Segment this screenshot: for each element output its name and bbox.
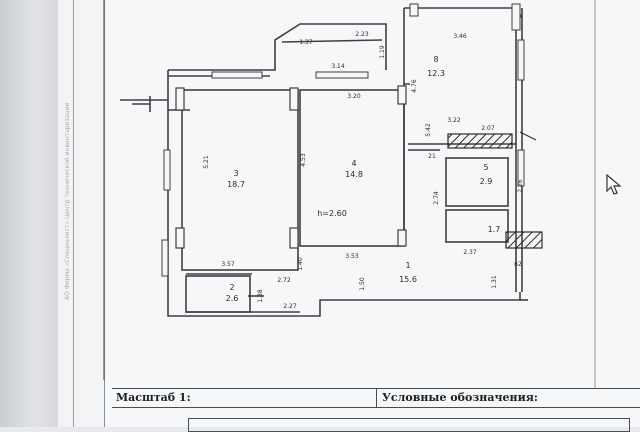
windows xyxy=(161,3,525,277)
room-5-number: 5 xyxy=(483,163,488,172)
dimension-021: 21 xyxy=(428,153,436,160)
margin-line xyxy=(73,0,74,427)
scale-cell: Масштаб 1: xyxy=(112,389,377,407)
dimension-542: 5.42 xyxy=(425,123,432,137)
floor-plan-sheet xyxy=(104,0,640,427)
dimension-137: 1.37 xyxy=(299,39,313,46)
dimension-453: 4.53 xyxy=(300,153,307,167)
dimension-272: 2.72 xyxy=(277,277,291,284)
room-2-area: 2.6 xyxy=(226,294,239,303)
dimension-131: 1.31 xyxy=(491,275,498,289)
legend-box xyxy=(188,418,630,432)
mouse-cursor-icon xyxy=(606,174,622,195)
dimension-237: 2.37 xyxy=(463,249,477,256)
dimension-labels: 1.37 2.23 3.14 1.19 3.20 3.46 4.76 5.42 … xyxy=(203,31,524,310)
scale-label: Масштаб 1: xyxy=(116,391,191,404)
room-5-area: 2.9 xyxy=(480,177,493,186)
room-8-number: 8 xyxy=(433,55,438,64)
dimension-150: 1.50 xyxy=(359,277,366,291)
dimension-357: 3.57 xyxy=(221,261,235,268)
dimension-140: 1.40 xyxy=(297,257,304,271)
dimension-227: 2.27 xyxy=(283,303,297,310)
legend-label: Условные обозначения: xyxy=(382,391,538,404)
dimension-476: 4.76 xyxy=(411,79,418,93)
room-3-number: 3 xyxy=(233,169,238,178)
dimension-322: 3.22 xyxy=(447,117,461,124)
dimension-062: 62 xyxy=(514,261,522,268)
dimension-314: 3.14 xyxy=(331,63,345,70)
dimension-119: 1.19 xyxy=(379,45,386,59)
room-8-area: 12.3 xyxy=(427,69,445,78)
dimension-346: 3.46 xyxy=(453,33,467,40)
title-block-row: Масштаб 1: Условные обозначения: xyxy=(112,388,640,408)
dimension-274: 2.74 xyxy=(433,191,440,205)
dimension-353: 3.53 xyxy=(345,253,359,260)
dimension-138: 1.38 xyxy=(257,289,264,303)
room-7-area: 1.7 xyxy=(488,225,501,234)
room-1-area: 15.6 xyxy=(399,275,417,284)
room-1-number: 1 xyxy=(405,261,410,270)
room-labels: 3 18.7 4 14.8 h=2.60 8 12.3 5 2.9 1.7 1 … xyxy=(226,55,501,303)
chimney-hatch xyxy=(505,231,543,249)
dimension-521: 5.21 xyxy=(203,155,210,169)
ceiling-height: h=2.60 xyxy=(317,209,347,218)
dimension-320: 3.20 xyxy=(347,93,361,100)
room-2-number: 2 xyxy=(229,283,234,292)
room-3-area: 18.7 xyxy=(227,180,245,189)
room-4-number: 4 xyxy=(351,159,356,168)
columns xyxy=(175,85,407,249)
dimension-223: 2.23 xyxy=(355,31,369,38)
room-4-area: 14.8 xyxy=(345,170,363,179)
ventilation-shaft-hatch xyxy=(447,133,513,149)
dimension-207: 2.07 xyxy=(481,125,495,132)
dimension-226: 2.26 xyxy=(517,179,524,193)
monitor-bezel xyxy=(0,0,58,427)
exterior-walls xyxy=(120,7,528,317)
